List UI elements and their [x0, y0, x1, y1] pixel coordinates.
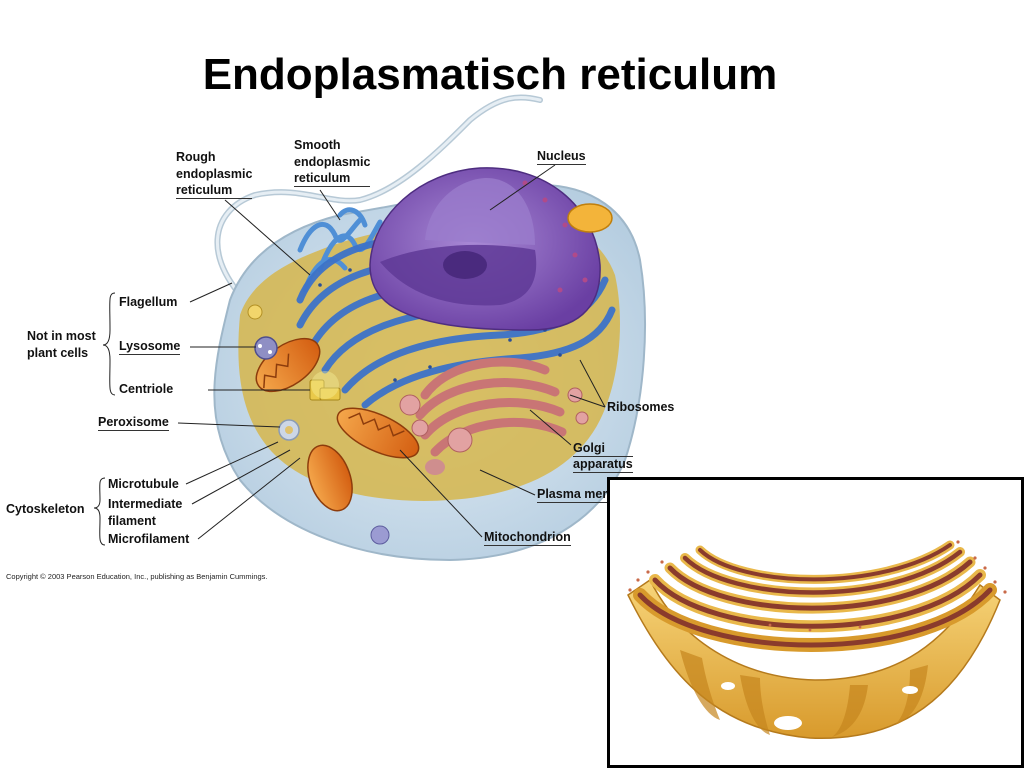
label-intermediate-filament: Intermediate filament	[108, 497, 183, 528]
er-closeup-illustration	[627, 540, 1007, 739]
golgi-shape	[415, 357, 567, 457]
smooth-er-shape	[297, 207, 383, 293]
centriole-shape	[309, 379, 341, 401]
lysosome-shape	[254, 336, 278, 360]
label-not-in-most-plant-cells: Not in most plant cells	[27, 329, 96, 360]
slide-title: Endoplasmatisch reticulum	[202, 50, 778, 99]
label-mitochondrion: Mitochondrion	[484, 530, 571, 546]
label-rough-er: Rough endoplasmic reticulum	[176, 150, 253, 199]
label-nucleus: Nucleus	[537, 149, 586, 165]
label-cytoskeleton: Cytoskeleton	[6, 502, 85, 516]
mitochondrion-shape-3	[307, 444, 353, 512]
label-centriole: Centriole	[119, 382, 174, 396]
label-microfilament: Microfilament	[108, 532, 190, 546]
label-ribosomes: Ribosomes	[607, 400, 675, 414]
label-smooth-er: Smooth endoplasmic reticulum	[294, 138, 371, 187]
mitochondrion-shape-2	[336, 407, 420, 459]
label-lysosome: Lysosome	[119, 339, 181, 355]
label-microtubule: Microtubule	[108, 477, 179, 491]
label-peroxisome: Peroxisome	[98, 415, 169, 431]
label-flagellum: Flagellum	[119, 295, 178, 309]
label-golgi-apparatus: Golgi apparatus	[573, 441, 633, 473]
vesicle-shape	[567, 203, 613, 233]
mitochondrion-shape-1	[255, 337, 321, 393]
copyright-notice: Copyright © 2003 Pearson Education, Inc.…	[6, 572, 268, 581]
leader-lines	[177, 164, 606, 540]
er-closeup-inset	[607, 477, 1024, 768]
er-cisternae	[633, 540, 997, 652]
